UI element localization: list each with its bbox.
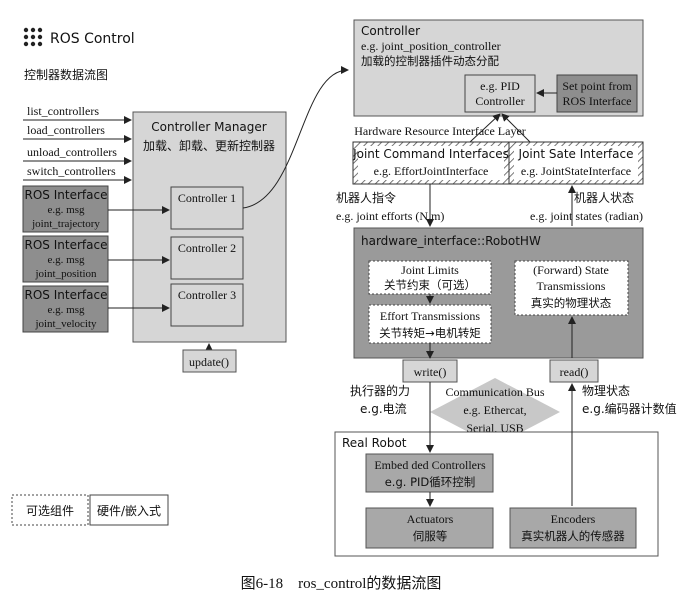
setpoint-line2: ROS Interface bbox=[563, 94, 632, 108]
controller-2-label: Controller 2 bbox=[178, 241, 236, 255]
ros-interface-3: ROS Interface e.g. msg joint_velocity bbox=[22, 285, 109, 333]
state-to-pid-arrow bbox=[501, 113, 531, 143]
pid-to-command-arrow bbox=[469, 113, 501, 143]
comm-bus-line1: Communication Bus bbox=[446, 385, 545, 399]
controller-2: Controller 2 bbox=[170, 236, 244, 280]
hw-layer-label: Hardware Resource Interface Layer bbox=[354, 124, 526, 138]
joint-limits-box bbox=[368, 260, 492, 295]
encoders-line2: 真实机器人的传感器 bbox=[521, 529, 625, 543]
joint-limits-line1: Joint Limits bbox=[401, 263, 459, 277]
effort-line2: 关节转矩→电机转矩 bbox=[379, 326, 481, 340]
left-flow-line1: 机器人指令 bbox=[336, 190, 396, 205]
right-flow-line2: e.g. joint states (radian) bbox=[530, 209, 643, 223]
write-label: write() bbox=[414, 365, 447, 379]
legend-hardware-box bbox=[89, 494, 169, 526]
pid-controller-box bbox=[464, 74, 536, 113]
state-line2: Transmissions bbox=[537, 279, 606, 293]
command-load-controllers: load_controllers bbox=[27, 123, 105, 137]
controller-1-label: Controller 1 bbox=[178, 191, 236, 205]
encoders-line1: Encoders bbox=[551, 512, 596, 526]
controller-manager-title: Controller Manager bbox=[151, 120, 267, 134]
logo-title: ROS Control bbox=[50, 31, 135, 47]
controller-link-curve bbox=[242, 66, 349, 209]
legend-hardware-label: 硬件/嵌入式 bbox=[97, 504, 161, 518]
joint-limits-line2: 关节约束（可选） bbox=[384, 278, 476, 292]
read-label: read() bbox=[560, 365, 589, 379]
state-transmissions-box bbox=[514, 260, 629, 316]
comm-bus-line2: e.g. Ethercat, bbox=[463, 403, 526, 417]
left-flow-line2: e.g. joint efforts (N.m) bbox=[336, 209, 444, 223]
ros-interface-line2: joint_trajectory bbox=[31, 218, 100, 230]
ros-interface-title: ROS Interface bbox=[25, 188, 108, 202]
command-list: list_controllers load_controllers unload… bbox=[23, 104, 132, 184]
ros-interface-title: ROS Interface bbox=[25, 288, 108, 302]
effort-transmissions-box bbox=[368, 304, 492, 344]
joint-command-title: Joint Command Interfaces bbox=[352, 147, 509, 161]
encoders-box bbox=[509, 507, 637, 549]
communication-bus-shape bbox=[430, 378, 560, 446]
update-box bbox=[182, 349, 237, 373]
actuators-box bbox=[365, 507, 494, 549]
real-robot-title: Real Robot bbox=[342, 436, 407, 450]
joint-state-example: e.g. JointStateInterface bbox=[521, 164, 631, 178]
ros-interface-line2: joint_velocity bbox=[34, 318, 97, 330]
legend-optional-box bbox=[11, 494, 89, 526]
joint-command-example: e.g. EffortJointInterface bbox=[374, 164, 489, 178]
command-list-controllers: list_controllers bbox=[27, 104, 99, 118]
controller-1: Controller 1 bbox=[170, 186, 244, 230]
controller-subtitle: 加载的控制器插件动态分配 bbox=[361, 54, 499, 68]
embedded-line2: e.g. PID循环控制 bbox=[385, 475, 476, 489]
actuator-note-line2: e.g.电流 bbox=[360, 402, 407, 416]
controller-3: Controller 3 bbox=[170, 283, 244, 327]
actuators-line1: Actuators bbox=[407, 512, 454, 526]
setpoint-line1: Set point from bbox=[562, 79, 632, 93]
ros-interface-2: ROS Interface e.g. msg joint_position bbox=[22, 235, 109, 283]
state-line1: (Forward) State bbox=[533, 263, 609, 277]
physical-note-line2: e.g.编码器计数值 bbox=[582, 401, 677, 416]
physical-note-line1: 物理状态 bbox=[582, 384, 630, 398]
embedded-line1: Embed ded Controllers bbox=[374, 458, 486, 472]
controller-example: e.g. joint_position_controller bbox=[361, 39, 501, 53]
command-unload-controllers: unload_controllers bbox=[27, 145, 117, 159]
figure-caption: 图6-18 ros_control的数据流图 bbox=[241, 575, 442, 592]
state-line3: 真实的物理状态 bbox=[531, 296, 612, 310]
left-title: 控制器数据流图 bbox=[24, 67, 108, 82]
ros-interface-line1: e.g. msg bbox=[48, 254, 85, 266]
ros-interface-line1: e.g. msg bbox=[48, 204, 85, 216]
controller-3-label: Controller 3 bbox=[178, 288, 236, 302]
pid-line1: e.g. PID bbox=[480, 79, 520, 93]
legend-optional-label: 可选组件 bbox=[26, 504, 74, 518]
actuators-line2: 伺服等 bbox=[413, 529, 448, 543]
robot-hw-title: hardware_interface::RobotHW bbox=[361, 234, 541, 248]
ros-logo-icon bbox=[23, 27, 43, 47]
joint-state-title: Joint Sate Interface bbox=[518, 147, 634, 161]
effort-line1: Effort Transmissions bbox=[380, 309, 480, 323]
controller-title: Controller bbox=[361, 24, 420, 38]
setpoint-box bbox=[556, 74, 638, 113]
update-label: update() bbox=[189, 355, 229, 369]
ros-interface-line2: joint_position bbox=[34, 268, 97, 280]
controller-manager-subtitle: 加载、卸载、更新控制器 bbox=[143, 138, 275, 153]
right-flow-line1: 机器人状态 bbox=[574, 191, 634, 205]
read-box bbox=[549, 359, 599, 383]
ros-interface-line1: e.g. msg bbox=[48, 304, 85, 316]
command-switch-controllers: switch_controllers bbox=[27, 164, 116, 178]
pid-line2: Controller bbox=[475, 94, 524, 108]
ros-interface-1: ROS Interface e.g. msg joint_trajectory bbox=[22, 185, 109, 233]
ros-interface-title: ROS Interface bbox=[25, 238, 108, 252]
actuator-note-line1: 执行器的力 bbox=[350, 383, 410, 398]
embedded-controllers-box bbox=[365, 453, 494, 493]
